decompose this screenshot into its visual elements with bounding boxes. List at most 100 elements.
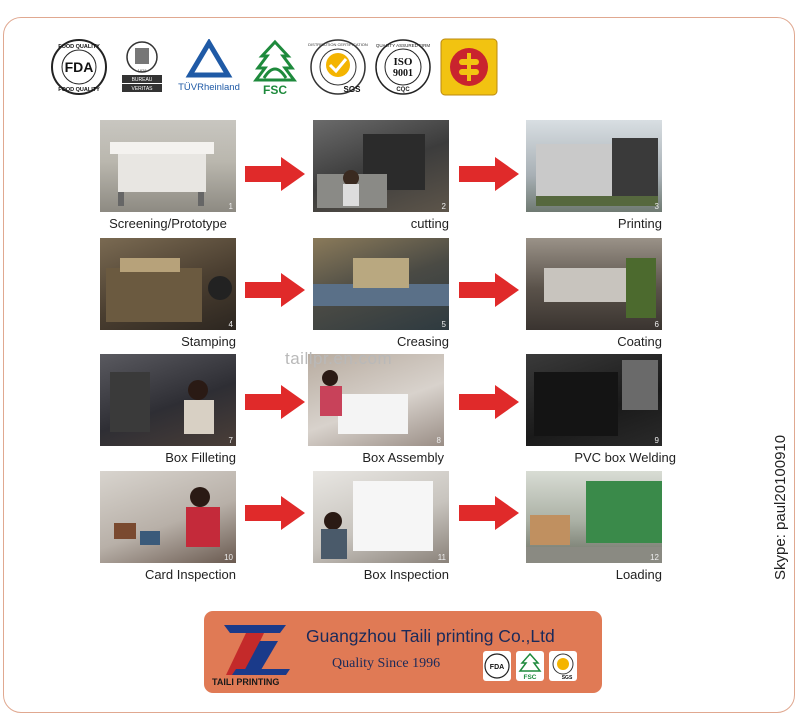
svg-text:SGS: SGS — [562, 675, 573, 681]
svg-text:FSC: FSC — [524, 674, 537, 681]
step-loading: 12 Loading — [526, 471, 662, 582]
step-number: 9 — [654, 436, 659, 445]
fda-logo: FDA FOOD QUALITY FOOD QUALITY — [49, 36, 109, 98]
svg-text:CQC: CQC — [396, 87, 410, 93]
svg-text:FDA: FDA — [490, 664, 504, 671]
step-stamping: 4 Stamping — [100, 238, 236, 349]
logo-text: TAILI PRINTING — [212, 677, 280, 687]
step-number: 2 — [441, 202, 446, 211]
sgs-logo: DISTRIBUTION CERTIFICATION SGS — [306, 36, 370, 98]
step-coating: 6 Coating — [526, 238, 662, 349]
step-card-inspection: 10 Card Inspection — [100, 471, 236, 582]
card-inspection-illustration — [114, 487, 220, 547]
mini-fsc-logo: FSC — [516, 651, 544, 681]
gold-badge-logo — [438, 36, 500, 98]
step-number: 1 — [228, 202, 233, 211]
step-label: Screening/Prototype — [109, 216, 227, 231]
step-photo: 7 — [100, 354, 236, 446]
step-screening: 1 Screening/Prototype — [100, 120, 236, 231]
svg-text:DISTRIBUTION CERTIFICATION: DISTRIBUTION CERTIFICATION — [308, 42, 368, 47]
step-photo: 9 — [526, 354, 662, 446]
tagline: Quality Since 1996 — [332, 656, 441, 671]
box-assembly-illustration — [320, 370, 408, 434]
step-printing: 3 Printing — [526, 120, 662, 231]
arrow-right-icon — [245, 273, 305, 307]
mini-fda-logo: FDA — [483, 651, 511, 681]
svg-text:FOOD QUALITY: FOOD QUALITY — [58, 87, 100, 93]
svg-text:SGS: SGS — [344, 85, 362, 94]
arrow-right-icon — [459, 496, 519, 530]
step-photo: 4 — [100, 238, 236, 330]
printing-press-illustration — [536, 138, 658, 206]
mini-sgs-logo: SGS — [549, 651, 577, 681]
step-box-assembly: 8 Box Assembly — [308, 354, 444, 465]
step-number: 8 — [436, 436, 441, 445]
step-photo: 12 — [526, 471, 662, 563]
box-filleting-illustration — [110, 372, 214, 434]
svg-text:1828: 1828 — [138, 68, 148, 73]
arrow-right-icon — [459, 157, 519, 191]
step-label: Printing — [617, 216, 662, 231]
skype-contact: Skype: paul20100910 — [772, 434, 789, 580]
step-photo: 5 — [313, 238, 449, 330]
company-banner: TAILI PRINTING Guangzhou Taili printing … — [204, 611, 602, 693]
svg-text:ISO: ISO — [394, 56, 413, 68]
coating-machine-illustration — [544, 258, 656, 318]
step-label: Loading — [615, 567, 662, 582]
taili-logo — [224, 625, 290, 675]
svg-text:VERITAS: VERITAS — [131, 86, 153, 92]
loading-truck-illustration — [526, 481, 662, 563]
step-label: Box Assembly — [362, 450, 444, 465]
step-number: 12 — [650, 553, 659, 562]
svg-text:FSC: FSC — [263, 83, 287, 96]
step-photo: 3 — [526, 120, 662, 212]
step-creasing: 5 Creasing — [313, 238, 449, 349]
svg-text:9001: 9001 — [393, 68, 413, 79]
step-photo: 6 — [526, 238, 662, 330]
fsc-logo: FSC — [250, 36, 300, 98]
tuv-logo: TÜVRheinland — [174, 36, 244, 98]
arrow-right-icon — [245, 385, 305, 419]
svg-text:TÜVRheinland: TÜVRheinland — [178, 82, 240, 93]
svg-text:BUREAU: BUREAU — [132, 77, 153, 83]
arrow-right-icon — [245, 157, 305, 191]
creasing-machine-illustration — [313, 258, 449, 306]
step-photo: 2 — [313, 120, 449, 212]
arrow-right-icon — [459, 385, 519, 419]
iso-logo: ISO 9001 QUALITY ASSURED FIRM CQC — [372, 36, 434, 98]
step-label: Box Inspection — [363, 567, 449, 582]
screening-machine-illustration — [110, 142, 214, 206]
step-photo: 8 — [308, 354, 444, 446]
step-photo: 1 — [100, 120, 236, 212]
step-label: Box Filleting — [165, 450, 236, 465]
cutting-machine-illustration — [317, 134, 425, 208]
step-label: Card Inspection — [144, 567, 236, 582]
company-name: Guangzhou Taili printing Co.,Ltd — [306, 626, 555, 646]
step-number: 6 — [654, 320, 659, 329]
step-cutting: 2 cutting — [313, 120, 449, 231]
arrow-right-icon — [245, 496, 305, 530]
step-label: cutting — [410, 216, 449, 231]
step-label: Creasing — [396, 334, 449, 349]
step-number: 3 — [654, 202, 659, 211]
step-photo: 11 — [313, 471, 449, 563]
svg-text:FOOD QUALITY: FOOD QUALITY — [58, 44, 100, 50]
svg-text:FDA: FDA — [65, 59, 94, 75]
arrow-right-icon — [459, 273, 519, 307]
bureau-veritas-logo: BUREAU VERITAS 1828 — [117, 36, 167, 98]
step-box-inspection: 11 Box Inspection — [313, 471, 449, 582]
step-number: 4 — [228, 320, 233, 329]
step-pvc-welding: 9 PVC box Welding — [526, 354, 676, 465]
step-photo: 10 — [100, 471, 236, 563]
stamping-machine-illustration — [106, 258, 232, 322]
step-number: 10 — [224, 553, 233, 562]
step-box-filleting: 7 Box Filleting — [100, 354, 236, 465]
step-number: 5 — [441, 320, 446, 329]
step-number: 7 — [228, 436, 233, 445]
svg-text:QUALITY ASSURED FIRM: QUALITY ASSURED FIRM — [376, 43, 430, 48]
box-inspection-illustration — [321, 481, 433, 559]
step-label: Stamping — [181, 334, 236, 349]
pvc-welding-illustration — [534, 360, 658, 436]
step-number: 11 — [437, 553, 446, 562]
page-frame — [3, 17, 795, 713]
